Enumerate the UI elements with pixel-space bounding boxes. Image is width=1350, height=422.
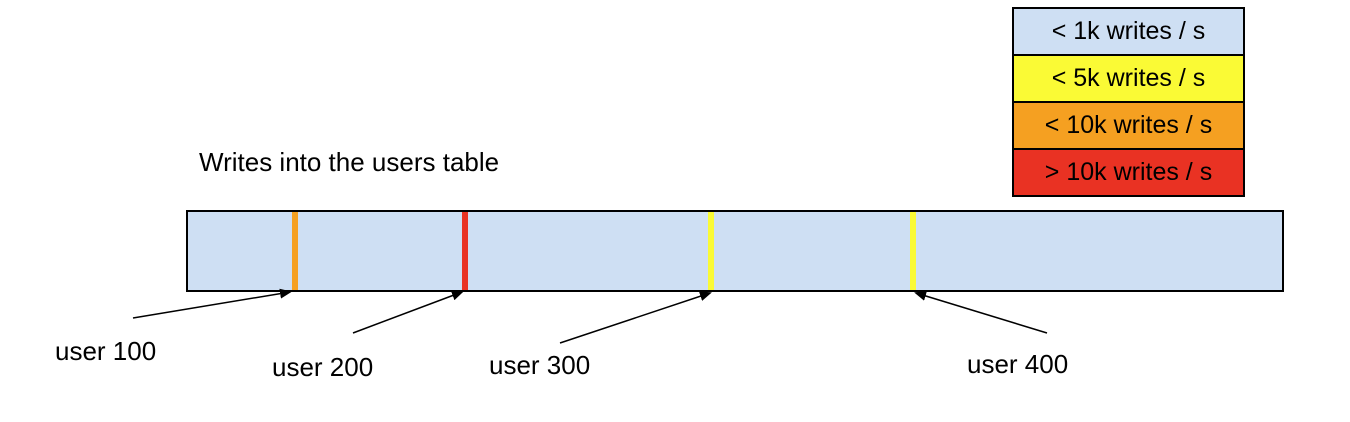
diagram-title: Writes into the users table — [199, 147, 500, 177]
write-rate-legend: < 1k writes / s < 5k writes / s < 10k wr… — [1012, 7, 1245, 197]
legend-label: < 10k writes / s — [1044, 111, 1213, 139]
legend-row-lt-10k: < 10k writes / s — [1014, 101, 1243, 148]
hotspot-stripe-user-400 — [910, 212, 917, 290]
legend-row-lt-5k: < 5k writes / s — [1014, 54, 1243, 101]
hotspot-stripe-user-100 — [292, 212, 299, 290]
user-label-400: user 400 — [967, 349, 1069, 379]
user-label-300: user 300 — [489, 350, 591, 380]
legend-label: < 5k writes / s — [1051, 64, 1206, 92]
arrow-user-300 — [559, 291, 712, 344]
legend-row-gt-10k: > 10k writes / s — [1014, 148, 1243, 195]
hotspot-stripe-user-200 — [461, 212, 468, 290]
arrow-user-200 — [352, 290, 464, 334]
keyspace-bar — [186, 210, 1284, 292]
legend-label: > 10k writes / s — [1044, 158, 1213, 186]
arrow-user-100 — [132, 288, 292, 319]
legend-row-lt-1k: < 1k writes / s — [1014, 9, 1243, 54]
user-label-200: user 200 — [272, 352, 374, 382]
legend-label: < 1k writes / s — [1051, 17, 1206, 45]
hotspot-stripe-user-300 — [707, 212, 714, 290]
user-label-100: user 100 — [55, 336, 157, 366]
arrow-user-400 — [914, 291, 1048, 334]
